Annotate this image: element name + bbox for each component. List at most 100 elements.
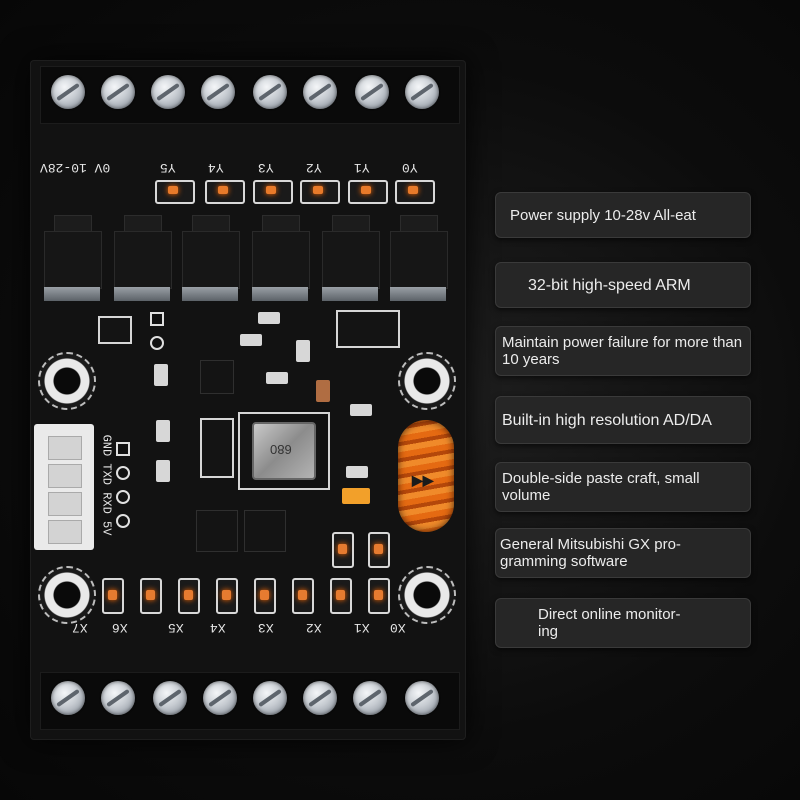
smd-capacitor [154,364,168,386]
input-label-x2: X2 [306,620,322,635]
feature-label-online-monitoring: Direct online monitor-ing [495,598,751,648]
terminal-screw [405,75,439,109]
output-label-y5: Y5 [160,160,176,175]
feature-text: Built-in high resolution AD/DA [502,411,712,429]
smd-resistor [350,404,372,416]
output-led [300,180,340,204]
status-led [368,532,390,568]
terminal-screw [355,75,389,109]
smd-resistor [296,340,310,362]
input-label-x5: X5 [168,620,184,635]
terminal-screw [353,681,387,715]
serial-pin [116,490,130,504]
serial-pin [116,514,130,528]
tantalum-capacitor [342,488,370,504]
input-led [330,578,352,614]
output-led [348,180,388,204]
input-led [178,578,200,614]
feature-label-paste-craft: Double-side paste craft, small volume [495,462,751,512]
mosfet [114,215,172,301]
feature-label-gx-software: General Mitsubishi GX pro-gramming softw… [495,528,751,578]
smd-resistor [258,312,280,324]
input-led [254,578,276,614]
input-label-x7: X7 [72,620,88,635]
serial-pin [116,466,130,480]
feature-label-power-supply: Power supply 10-28v All-eat [495,192,751,238]
smd-resistor [156,460,170,482]
inductor-marking: 680 [270,442,292,457]
terminal-screw [303,75,337,109]
mosfet [322,215,380,301]
feature-label-arm: 32-bit high-speed ARM [495,262,751,308]
smd-resistor [346,466,368,478]
voltage-silkscreen: 0V 10-28V [40,160,111,175]
feature-label-ad-da: Built-in high resolution AD/DA [495,396,751,444]
bottom-terminal-block [40,672,460,730]
mosfet [182,215,240,301]
mounting-hole [38,352,96,410]
output-led [395,180,435,204]
input-led [216,578,238,614]
terminal-screw [253,681,287,715]
output-label-y4: Y4 [208,160,224,175]
terminal-screw [405,681,439,715]
smd-component [98,316,132,344]
regulator-chip [244,510,286,552]
input-label-x6: X6 [112,620,128,635]
terminal-screw [101,75,135,109]
jumper-pin [150,336,164,350]
output-led [205,180,245,204]
output-label-y3: Y3 [258,160,274,175]
ic-chip [336,310,400,348]
smd-resistor [266,372,288,384]
smd-capacitor [316,380,330,402]
mounting-hole [38,566,96,624]
top-terminal-block [40,66,460,124]
serial-pin [116,442,130,456]
feature-text: Power supply 10-28v All-eat [510,206,696,224]
mosfet [44,215,102,301]
output-label-y2: Y2 [306,160,322,175]
feature-text: 32-bit high-speed ARM [528,276,691,294]
terminal-screw [253,75,287,109]
feature-text: General Mitsubishi GX pro-gramming softw… [500,536,681,570]
output-led [253,180,293,204]
terminal-screw [51,681,85,715]
input-label-x1: X1 [354,620,370,635]
feature-label-power-failure: Maintain power failure for more than 10 … [495,326,751,376]
input-label-x0: X0 [390,620,406,635]
terminal-screw [51,75,85,109]
regulator-chip [196,510,238,552]
inductor: 680 [252,422,316,480]
output-led [155,180,195,204]
feature-text: Direct online monitor-ing [538,606,681,640]
output-label-y0: Y0 [402,160,418,175]
varistor: ▶▶ [398,420,454,532]
plc-board-photo [30,60,466,740]
terminal-screw [153,681,187,715]
status-led [332,532,354,568]
input-led [102,578,124,614]
mounting-hole [398,566,456,624]
terminal-screw [101,681,135,715]
diode [200,418,234,478]
input-led [140,578,162,614]
mosfet [252,215,310,301]
input-led [368,578,390,614]
terminal-screw [303,681,337,715]
terminal-screw [203,681,237,715]
terminal-screw [151,75,185,109]
mounting-hole [398,352,456,410]
feature-text: Maintain power failure for more than 10 … [502,334,743,368]
output-label-y1: Y1 [354,160,370,175]
inductor-outline [238,412,330,490]
input-led [292,578,314,614]
jumper-pin [150,312,164,326]
ic-chip [200,360,234,394]
mosfet [390,215,448,301]
input-label-x4: X4 [210,620,226,635]
serial-connector [34,424,94,550]
smd-resistor [156,420,170,442]
feature-text: Double-side paste craft, small volume [502,470,700,504]
smd-resistor [240,334,262,346]
